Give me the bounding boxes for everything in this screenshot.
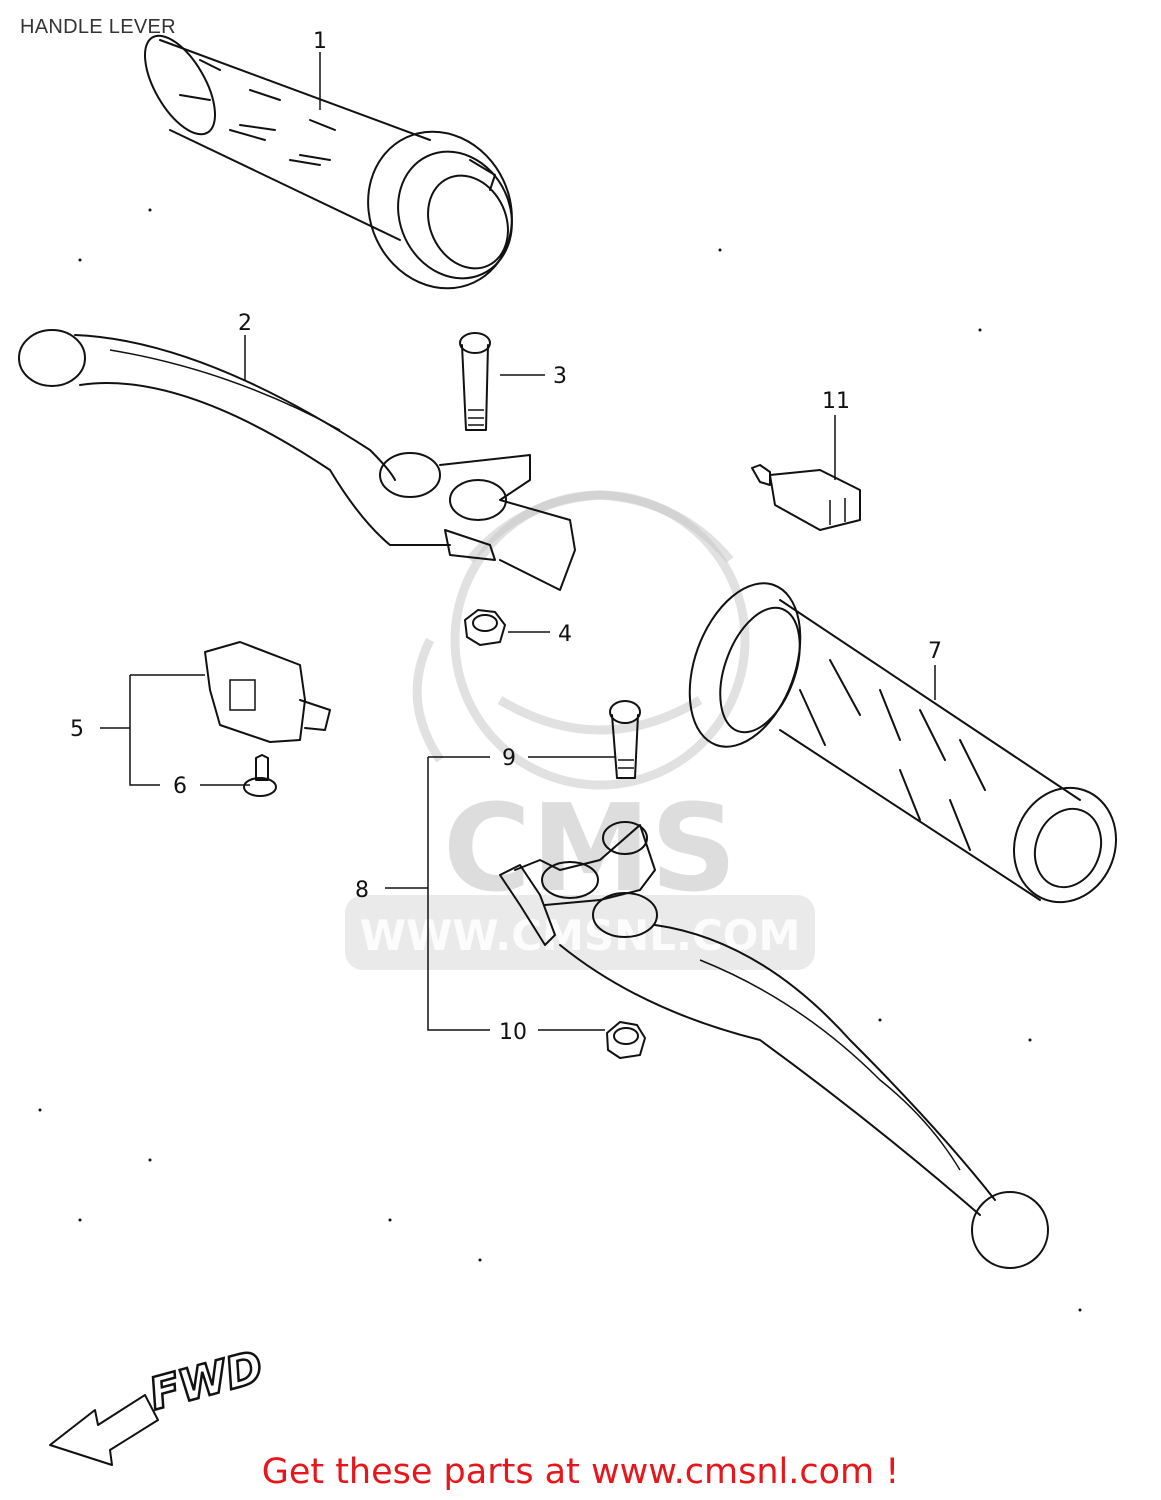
part-8-clutch-lever[interactable] (499, 821, 1049, 1269)
fwd-label: FWD (144, 1341, 268, 1420)
stray-dots (38, 208, 1082, 1312)
callout-2: 2 (238, 311, 252, 336)
part-9-pivot-bolt[interactable] (609, 700, 641, 779)
callout-10: 10 (499, 1020, 527, 1045)
fwd-arrow-icon: FWD (49, 1340, 270, 1466)
part-11-brake-switch[interactable] (751, 464, 861, 531)
part-10-nut[interactable] (606, 1021, 646, 1059)
callout-11: 11 (822, 389, 850, 414)
callout-1: 1 (313, 29, 327, 54)
part-7-left-grip[interactable] (669, 568, 1132, 917)
watermark-logo: CMS WWW.CMSNL.COM (345, 490, 815, 970)
callout-9: 9 (502, 746, 516, 771)
part-4-nut[interactable] (464, 609, 506, 646)
callout-4: 4 (558, 622, 572, 647)
callout-labels: 1 2 3 4 5 6 7 8 9 10 11 (70, 29, 942, 1045)
callout-7: 7 (928, 639, 942, 664)
part-1-throttle-grip[interactable] (131, 25, 537, 312)
part-2-brake-lever[interactable] (18, 329, 576, 591)
leader-lines (100, 52, 936, 1031)
footer-cta-text[interactable]: Get these parts at www.cmsnl.com ! (261, 1452, 900, 1492)
watermark-url-text: WWW.CMSNL.COM (360, 911, 801, 960)
callout-6: 6 (173, 774, 187, 799)
page-title: HANDLE LEVER (20, 16, 176, 38)
callout-8: 8 (355, 878, 369, 903)
callout-5: 5 (70, 717, 84, 742)
callout-3: 3 (553, 364, 567, 389)
part-6-screw[interactable] (243, 754, 277, 797)
part-5-switch[interactable] (204, 641, 331, 743)
part-3-pivot-bolt[interactable] (459, 332, 491, 431)
